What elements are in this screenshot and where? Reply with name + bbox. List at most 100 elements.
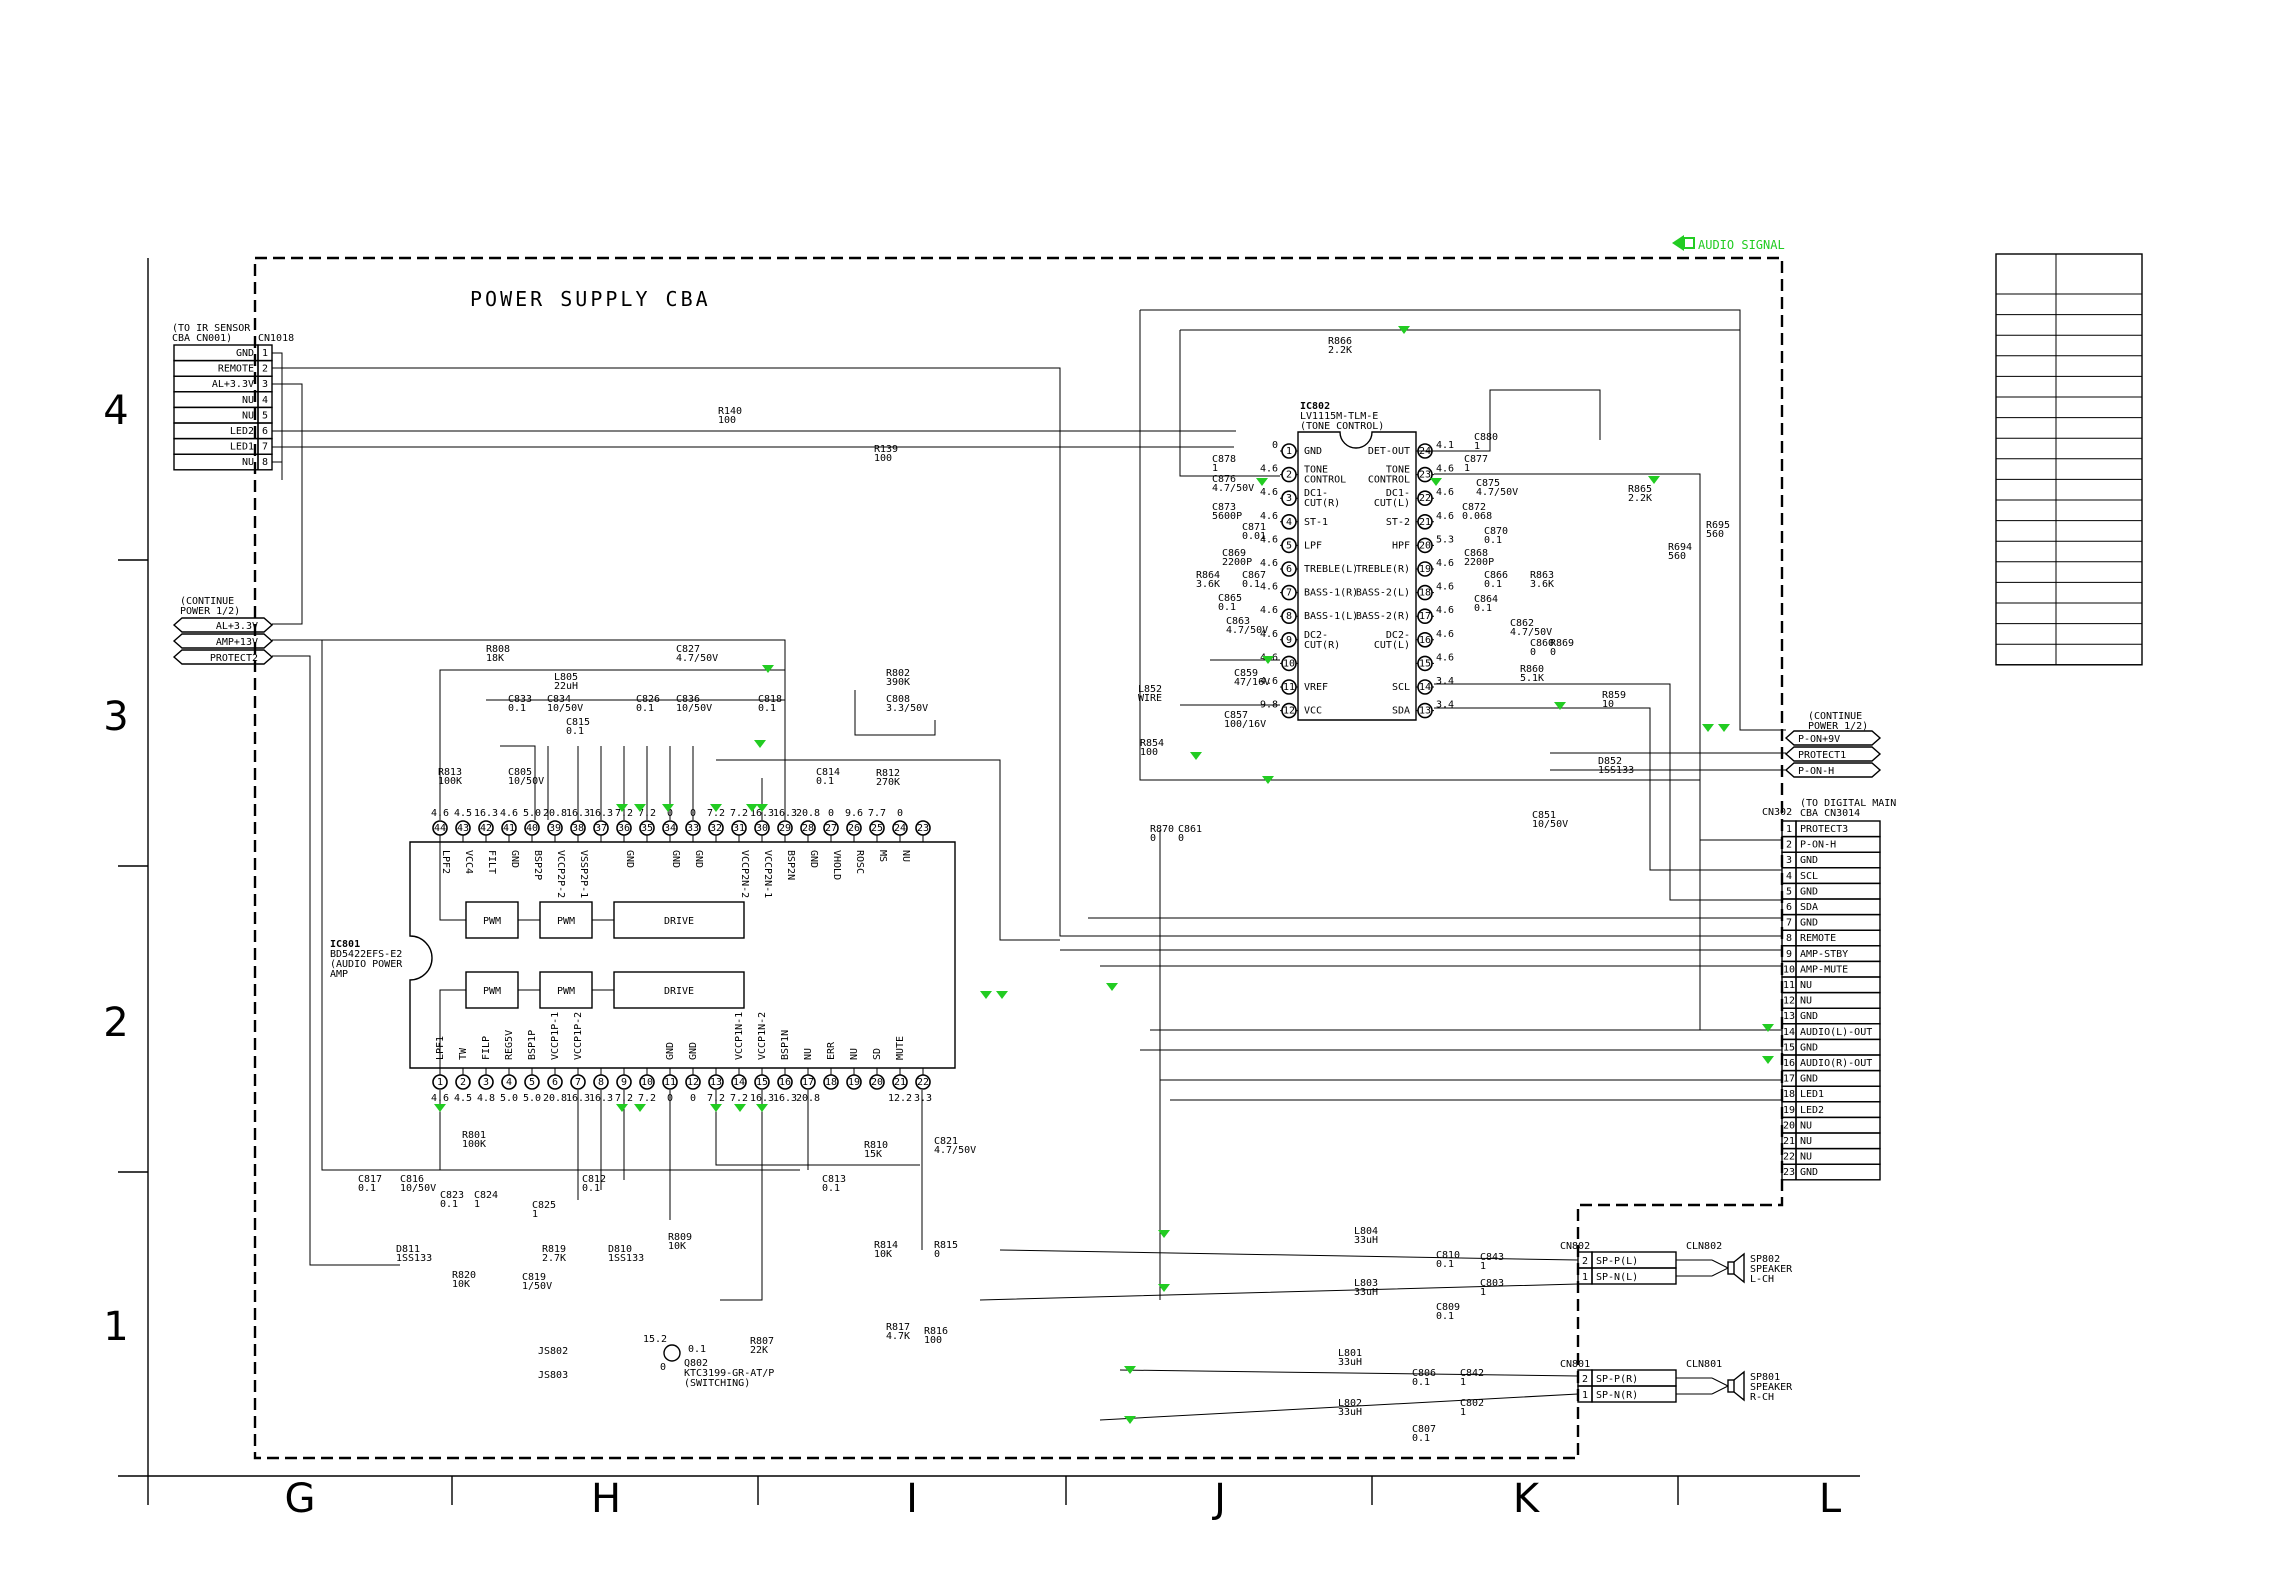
ic801-pin-num: 26 — [848, 823, 860, 834]
component-value: 0.1 — [1218, 602, 1236, 613]
component-ref: JS803 — [538, 1370, 568, 1381]
component-ref: R816 — [924, 1326, 948, 1337]
ic802-pin-voltage: 4.6 — [1436, 652, 1454, 663]
ic801-pin-label: TW — [458, 1047, 469, 1060]
ic802-pin — [1281, 443, 1297, 459]
cn302-pin-label: NU — [1800, 996, 1812, 1007]
component-value: 3.6K — [1196, 579, 1220, 590]
cn302-pin-label: P-ON-H — [1800, 840, 1836, 851]
ic801-pin-num: 43 — [457, 823, 469, 834]
speaker-cable-ref: CLN801 — [1686, 1359, 1722, 1370]
ic802-pin — [1281, 466, 1297, 483]
component-ref: C868 — [1464, 548, 1488, 559]
component-value: 2.7K — [542, 1253, 566, 1264]
component-value: 1 — [1212, 463, 1218, 474]
cn302-pin-num: 20 — [1783, 1120, 1795, 1131]
ic801-pin — [570, 1074, 586, 1090]
ic801-pin — [708, 1074, 724, 1090]
component-value: 0.1 — [1412, 1433, 1430, 1444]
cn1018-pin-num: 5 — [262, 410, 268, 421]
component-ref: C809 — [1436, 1302, 1460, 1313]
component-ref: D810 — [608, 1244, 632, 1255]
ic802-pin-num: 4 — [1286, 517, 1292, 528]
continue-signal-tag — [1784, 762, 1882, 778]
ic802-pin-label: LPF — [1304, 540, 1322, 551]
ic802-pin — [1417, 537, 1433, 554]
ic802-pin-label: SDA — [1392, 706, 1410, 717]
ic801-pin-num: 28 — [802, 823, 814, 834]
row-label: 1 — [103, 1304, 128, 1350]
ic801-block-label: PWM — [557, 916, 575, 927]
ic801-pin-num: 30 — [756, 823, 768, 834]
ic802-pin-num: 5 — [1286, 540, 1292, 551]
component-ref: R869 — [1550, 638, 1574, 649]
grid-frame — [118, 258, 1860, 1505]
board-title: POWER SUPPLY CBA — [470, 287, 711, 311]
ic801-pin-num: 7 — [575, 1077, 581, 1088]
audio-signal-arrow — [1554, 702, 1566, 710]
ic801-pin-voltage: 20.8 — [796, 808, 820, 819]
component-value: 1SS133 — [1598, 765, 1634, 776]
component-ref: C865 — [1218, 593, 1242, 604]
component-ref: C860 — [1530, 638, 1554, 649]
ic801-pin-voltage: 4.5 — [454, 808, 472, 819]
component-value: 0.1 — [636, 703, 654, 714]
component-value: 10/50V — [400, 1183, 436, 1194]
ic802-pin-voltage: 4.6 — [1436, 511, 1454, 522]
ic801-pin-voltage: 7.2 — [707, 808, 725, 819]
component-ref: C825 — [532, 1200, 556, 1211]
component-ref: C867 — [1242, 570, 1266, 581]
ic801-pin — [593, 1074, 609, 1090]
ic801-pin — [777, 1074, 793, 1090]
cn302-pin-label: REMOTE — [1800, 933, 1836, 944]
ic801-pin — [846, 1074, 862, 1090]
component-value: 1 — [1464, 463, 1470, 474]
ic801-pin — [892, 820, 908, 836]
ic802-pin-label: TONE — [1304, 465, 1328, 476]
ic802-pin-label: BASS-2(L) — [1356, 588, 1410, 599]
cn302-pin-label: GND — [1800, 1074, 1818, 1085]
ic801-pin-voltage: 0 — [690, 1093, 696, 1104]
ic801-pin-voltage: 5.0 — [500, 1093, 518, 1104]
ic801-block-label: DRIVE — [664, 916, 694, 927]
ic801-pin — [915, 1074, 931, 1090]
ic801-pin-voltage: 4.5 — [454, 1093, 472, 1104]
component-value: 4.7/50V — [676, 653, 718, 664]
component-value: 4.7/50V — [1226, 625, 1268, 636]
component-ref: R864 — [1196, 570, 1220, 581]
ic801-pin-num: 4 — [506, 1077, 512, 1088]
ic802-desc: (TONE CONTROL) — [1300, 421, 1384, 432]
component-ref: L805 — [554, 672, 578, 683]
component-ref: R140 — [718, 406, 742, 417]
ic802-pin-num: 2 — [1286, 470, 1292, 481]
component-ref: C821 — [934, 1136, 958, 1147]
component-ref: C851 — [1532, 810, 1556, 821]
row-label: 4 — [103, 388, 128, 434]
component-value: 1SS133 — [396, 1253, 432, 1264]
component-ref: R815 — [934, 1240, 958, 1251]
audio-signal-arrow — [1648, 476, 1660, 484]
ic801-pin-num: 19 — [848, 1077, 860, 1088]
component-value: 100 — [718, 415, 736, 426]
cn302-pin-num: 6 — [1786, 902, 1792, 913]
ic801-pin-num: 31 — [733, 823, 745, 834]
ic802-pin-label: TREBLE(L) — [1304, 564, 1358, 575]
audio-signal-arrow — [634, 1104, 646, 1112]
component-ref: C803 — [1480, 1278, 1504, 1289]
cn302-pin-label: GND — [1800, 1042, 1818, 1053]
component-value: 1 — [1474, 441, 1480, 452]
component-value: 3.6K — [1530, 579, 1554, 590]
ic801-pin — [455, 820, 471, 836]
speaker-desc: L-CH — [1750, 1274, 1774, 1285]
component-ref: R854 — [1140, 738, 1164, 749]
component-ref: R813 — [438, 767, 462, 778]
component-ref: C813 — [822, 1174, 846, 1185]
continue-signal-label: AL+3.3V — [216, 621, 258, 632]
cn302-pin-num: 11 — [1783, 980, 1795, 991]
audio-signal-arrow — [762, 665, 774, 673]
ic802-pin — [1281, 655, 1297, 672]
component-ref: C815 — [566, 717, 590, 728]
component-ref: C824 — [474, 1190, 498, 1201]
